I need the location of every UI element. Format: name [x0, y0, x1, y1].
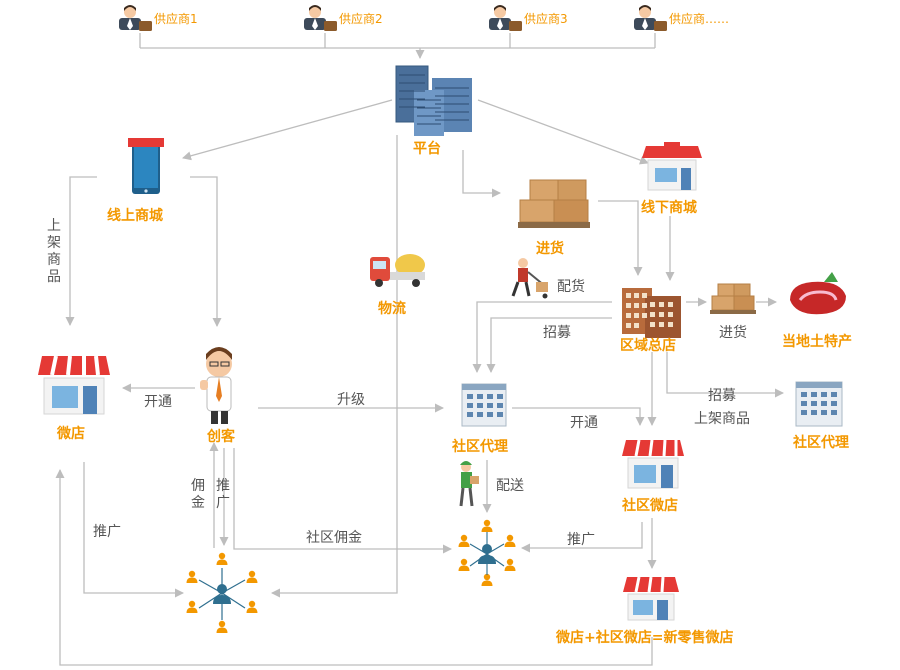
community-agent-2-label: 社区代理	[793, 435, 849, 451]
supplier-2-label: 供应商2	[339, 12, 383, 26]
micro-store-label: 微店	[57, 426, 85, 442]
supplier-more-icon	[634, 5, 667, 31]
new-retail-store-label: 微店+社区微店=新零售微店	[556, 630, 734, 646]
open-label-2: 开通	[570, 415, 598, 431]
supplier-3-icon	[489, 5, 522, 31]
community-agent-label: 社区代理	[452, 439, 508, 455]
list-goods-label-2: 上架商品	[694, 411, 750, 427]
user-network-middle-icon	[458, 519, 516, 586]
offline-mall-label: 线下商城	[641, 200, 697, 216]
recruit-label-2: 招募	[708, 388, 736, 404]
supplier-3-label: 供应商3	[524, 12, 568, 26]
supplier-1-label: 供应商1	[154, 12, 198, 26]
courier-person-icon	[459, 461, 479, 507]
commission-vertical-label: 佣金	[191, 478, 205, 511]
promote-vertical-label: 推广	[216, 478, 230, 511]
maker-label: 创客	[207, 429, 235, 445]
community-micro-store-label: 社区微店	[622, 498, 678, 514]
upgrade-label: 升级	[337, 392, 365, 408]
community-agent-building-icon	[461, 383, 507, 427]
supplier-more-label: 供应商……	[669, 12, 730, 26]
restock-boxes-2-icon	[710, 283, 756, 314]
logistics-label: 物流	[378, 301, 406, 317]
promote-label-2: 推广	[567, 532, 595, 548]
offline-mall-shop-icon	[642, 142, 702, 191]
connectors	[55, 33, 784, 666]
regional-hq-building-icon	[622, 288, 681, 338]
restock-boxes-icon	[518, 179, 590, 228]
community-micro-store-shop-icon	[622, 439, 684, 489]
supplier-icons	[119, 5, 667, 31]
promote-label-1: 推广	[93, 524, 121, 540]
open-label-1: 开通	[144, 394, 172, 410]
regional-hq-label: 区域总店	[620, 338, 676, 354]
recruit-label-1: 招募	[543, 325, 571, 341]
logistics-truck-icon	[370, 254, 425, 287]
list-goods-vertical-label: 上架商品	[47, 218, 61, 285]
restock-label: 进货	[536, 241, 564, 257]
delivery-trolley-icon	[511, 258, 548, 299]
user-network-left-icon	[186, 552, 258, 633]
platform-buildings-icon	[395, 65, 472, 136]
community-agent-2-building-icon	[795, 381, 843, 427]
online-mall-phone-icon	[128, 138, 164, 194]
maker-person-icon	[200, 347, 232, 424]
platform-label: 平台	[413, 141, 441, 157]
delivery-label: 配送	[496, 478, 524, 494]
new-retail-store-shop-icon	[623, 576, 679, 621]
local-products-label: 当地土特产	[782, 334, 852, 350]
local-products-meat-icon	[790, 272, 846, 315]
online-mall-label: 线上商城	[107, 208, 163, 224]
micro-store-shop-icon	[38, 355, 110, 415]
restock-label-2: 进货	[719, 325, 747, 341]
distribute-goods-label: 配货	[557, 279, 585, 295]
community-commission-label: 社区佣金	[306, 530, 362, 546]
supplier-1-icon	[119, 5, 152, 31]
supplier-2-icon	[304, 5, 337, 31]
